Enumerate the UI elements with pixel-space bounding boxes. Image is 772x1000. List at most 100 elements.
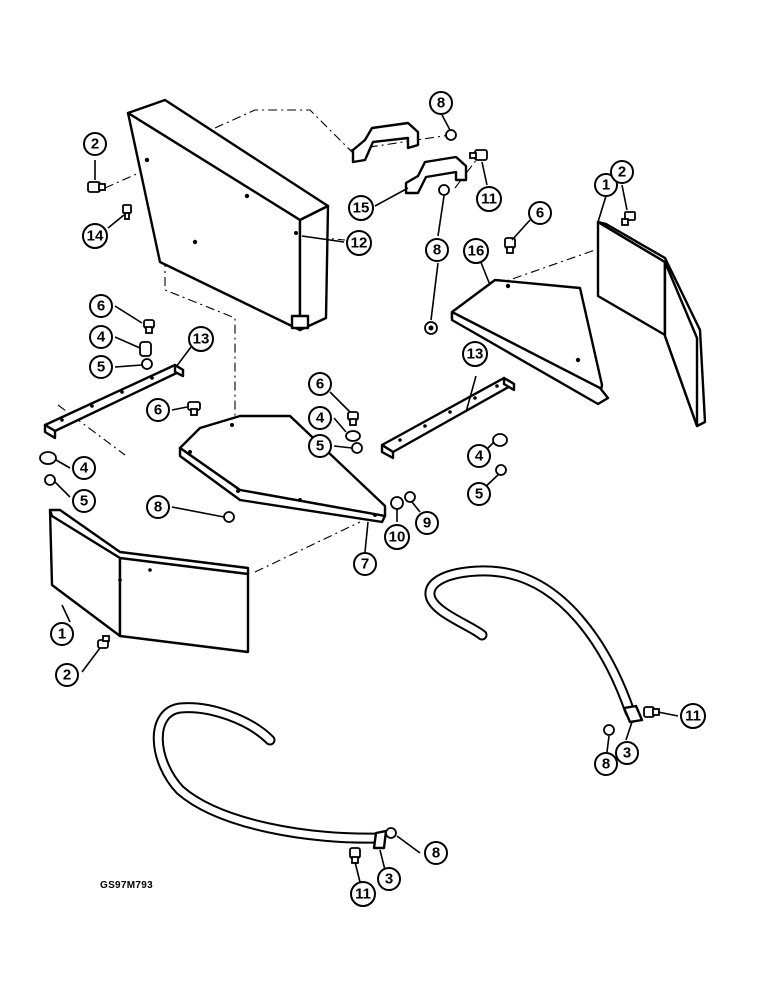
svg-text:8: 8 — [432, 845, 440, 862]
callout-8-c: 8 — [146, 495, 170, 519]
deflector-plate-7 — [178, 414, 387, 524]
callout-4-b: 4 — [72, 456, 96, 480]
bolt-6-c — [187, 401, 201, 416]
callout-8-e: 8 — [424, 841, 448, 865]
nut-8-d — [223, 511, 235, 523]
svg-text:3: 3 — [385, 871, 393, 888]
callout-1-a: 1 — [594, 173, 618, 197]
bolt-2-c — [97, 635, 110, 649]
nut-8-e — [603, 724, 615, 736]
callout-6-d: 6 — [308, 372, 332, 396]
mounting-rail-13-left — [43, 363, 185, 440]
callout-10: 10 — [384, 524, 410, 550]
clip-4-d — [492, 433, 508, 447]
svg-text:6: 6 — [316, 376, 324, 393]
callout-8-b: 8 — [425, 238, 449, 262]
svg-text:2: 2 — [618, 164, 626, 181]
svg-text:13: 13 — [467, 346, 484, 363]
callout-16: 16 — [463, 238, 489, 264]
nut-9 — [404, 491, 416, 503]
callout-15: 15 — [348, 195, 374, 221]
svg-text:11: 11 — [685, 708, 701, 725]
callout-8-a: 8 — [429, 91, 453, 115]
svg-text:5: 5 — [475, 486, 483, 503]
callout-5-a: 5 — [89, 355, 113, 379]
callout-9: 9 — [415, 511, 439, 535]
callout-7: 7 — [353, 552, 377, 576]
svg-text:15: 15 — [353, 200, 370, 217]
callout-12: 12 — [346, 230, 372, 256]
svg-text:7: 7 — [361, 556, 369, 573]
callout-2-c: 2 — [55, 663, 79, 687]
side-panel-1-right — [596, 220, 707, 428]
callout-4-a: 4 — [89, 325, 113, 349]
callout-4-d: 4 — [467, 444, 491, 468]
bolt-2-a — [87, 181, 106, 193]
callout-2-a: 2 — [83, 132, 107, 156]
svg-text:16: 16 — [468, 243, 485, 260]
callout-5-b: 5 — [72, 489, 96, 513]
nut-5-b — [351, 442, 363, 454]
callout-8-d: 8 — [594, 752, 618, 776]
deflector-plate-16 — [450, 278, 610, 406]
svg-text:8: 8 — [437, 95, 445, 112]
callout-14: 14 — [82, 223, 108, 249]
svg-text:11: 11 — [481, 191, 497, 208]
svg-text:1: 1 — [602, 177, 610, 194]
side-panel-1-left — [48, 508, 250, 654]
svg-text:3: 3 — [623, 745, 631, 762]
mounting-rail-13-right — [380, 376, 516, 460]
callout-11-a: 11 — [476, 186, 502, 212]
hardware — [39, 129, 660, 864]
bolt-2-b — [621, 211, 636, 226]
callout-11-c: 11 — [350, 881, 376, 907]
svg-text:5: 5 — [316, 438, 324, 455]
shield-panel-12 — [126, 98, 330, 332]
callout-5-d: 5 — [467, 482, 491, 506]
clip-4-c — [39, 451, 57, 465]
callout-6-c: 6 — [146, 398, 170, 422]
bolt-11-a — [469, 149, 488, 161]
svg-text:8: 8 — [433, 242, 441, 259]
bracket-15-lower — [404, 155, 468, 195]
nut-8-a — [445, 129, 457, 141]
nut-5-c — [44, 474, 56, 486]
callout-2-b: 2 — [610, 160, 634, 184]
svg-text:5: 5 — [80, 493, 88, 510]
svg-text:1: 1 — [58, 626, 66, 643]
svg-text:10: 10 — [389, 529, 406, 546]
bracket-15-upper — [351, 121, 420, 164]
svg-text:11: 11 — [355, 886, 371, 903]
svg-text:8: 8 — [154, 499, 162, 516]
svg-text:6: 6 — [536, 205, 544, 222]
svg-text:4: 4 — [316, 410, 325, 427]
washer-10 — [390, 496, 404, 510]
callout-13-a: 13 — [188, 326, 214, 352]
bolt-14 — [122, 204, 132, 220]
svg-text:6: 6 — [97, 298, 105, 315]
svg-text:6: 6 — [154, 402, 162, 419]
callout-3-b: 3 — [377, 867, 401, 891]
bolt-11-b — [643, 706, 660, 718]
bolt-6-d — [347, 411, 359, 426]
nut-8-c — [424, 321, 438, 335]
callout-13-b: 13 — [462, 341, 488, 367]
svg-text:9: 9 — [423, 515, 431, 532]
callout-6-a: 6 — [528, 201, 552, 225]
callout-4-c: 4 — [308, 406, 332, 430]
hose-3-left — [152, 702, 388, 850]
bolt-6-b — [143, 319, 155, 334]
nut-5-a — [141, 358, 153, 370]
callout-5-c: 5 — [308, 434, 332, 458]
hose-3-right — [424, 565, 644, 724]
svg-text:14: 14 — [87, 228, 104, 245]
svg-text:2: 2 — [63, 667, 71, 684]
svg-text:5: 5 — [97, 359, 105, 376]
clip-4-b — [345, 430, 361, 442]
bolt-11-c — [349, 847, 361, 864]
svg-text:12: 12 — [351, 235, 368, 252]
nut-8-f — [385, 827, 397, 839]
svg-text:4: 4 — [80, 460, 89, 477]
callout-11-b: 11 — [680, 703, 706, 729]
